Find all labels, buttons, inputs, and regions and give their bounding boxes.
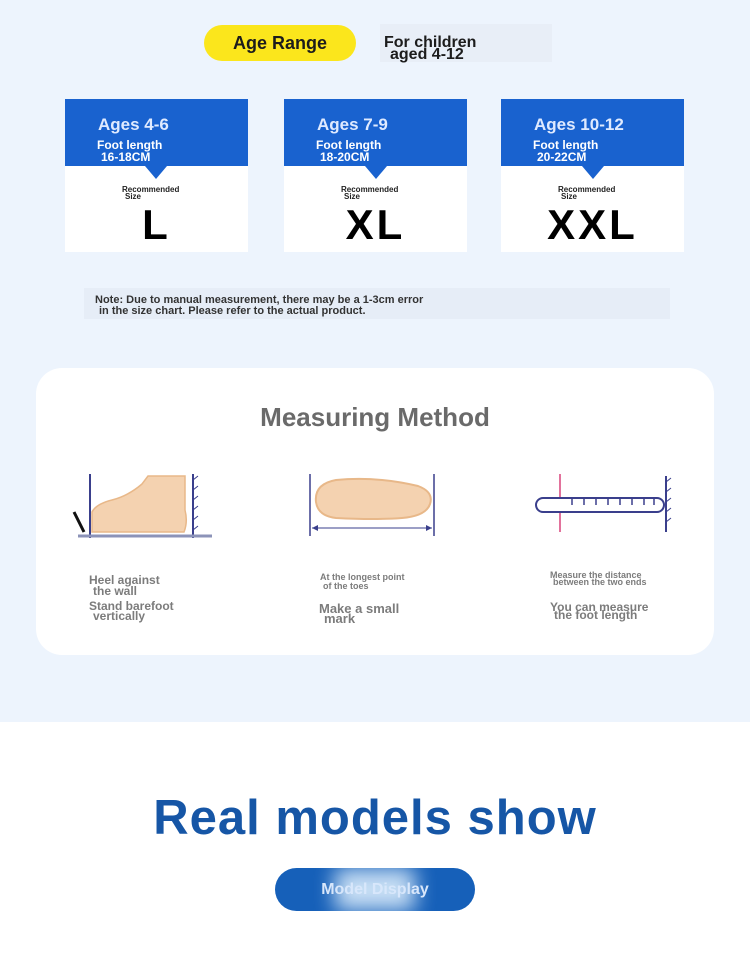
size-card-ages-10-12: Ages 10-12 Foot length 20-22CM Recommend… [501, 99, 684, 252]
measurement-note: Note: Due to manual measurement, there m… [84, 288, 670, 319]
step-1-caption-b2: vertically [93, 609, 146, 623]
size-card-ages-7-9: Ages 7-9 Foot length 18-20CM Recommended… [284, 99, 467, 252]
step-2-caption-a2: of the toes [323, 581, 369, 591]
size-card-header [501, 99, 684, 166]
size-card-age: Ages 10-12 [534, 115, 624, 134]
note-line-1: Note: Due to manual measurement, there m… [95, 294, 424, 306]
size-card-age: Ages 4-6 [98, 115, 169, 134]
foot-outline-icon [309, 474, 435, 536]
measuring-method-title: Measuring Method [260, 402, 490, 432]
size-card-header [65, 99, 248, 166]
recommended-size: XL [345, 201, 406, 248]
model-display-button[interactable]: Model Display [275, 868, 475, 911]
foot-length-range: 20-22CM [537, 150, 587, 164]
age-range-description: For children aged 4-12 [380, 24, 552, 63]
age-range-badge: Age Range [204, 25, 356, 61]
foot-length-range: 16-18CM [101, 150, 151, 164]
size-label: Size [561, 192, 578, 201]
recommended-label: Recommended [558, 185, 616, 194]
foot-length-label: Foot length [316, 138, 382, 152]
recommended-size: L [142, 201, 171, 248]
note-line-2: in the size chart. Please refer to the a… [99, 305, 366, 317]
recommended-size: XXL [547, 201, 638, 248]
real-models-title: Real models show [153, 791, 597, 845]
size-label: Size [344, 192, 361, 201]
step-1-caption-a2: the wall [93, 584, 138, 598]
age-range-line-1: For children [384, 34, 477, 51]
size-card-ages-4-6: Ages 4-6 Foot length 16-18CM Recommended… [65, 99, 248, 252]
measuring-method-panel: Measuring Method [36, 368, 714, 655]
recommended-label: Recommended [122, 185, 180, 194]
step-2-caption-a1: At the longest point [320, 572, 405, 582]
down-arrow-icon [582, 166, 604, 179]
down-arrow-icon [365, 166, 387, 179]
step-1-caption-a1: Heel against [89, 573, 160, 587]
step-3-caption-b2: the foot length [554, 608, 638, 622]
step-3-caption-b1: You can measure [550, 600, 649, 614]
step-3-caption-a2: between the two ends [553, 577, 647, 587]
down-arrow-icon [145, 166, 167, 179]
age-range-label: Age Range [232, 32, 328, 53]
size-card-age: Ages 7-9 [317, 115, 388, 134]
size-label: Size [125, 192, 142, 201]
step-2-caption-b1: Make a small [319, 601, 400, 616]
step-2-caption-b2: mark [324, 611, 356, 626]
recommended-label: Recommended [341, 185, 399, 194]
model-display-label: Model Display [321, 880, 429, 898]
age-range-line-2: aged 4-12 [390, 46, 464, 63]
step-3-caption-a1: Measure the distance [550, 570, 642, 580]
foot-length-label: Foot length [533, 138, 599, 152]
foot-length-range: 18-20CM [320, 150, 370, 164]
step-1-caption-b1: Stand barefoot [89, 599, 174, 613]
ruler-icon [535, 474, 672, 532]
size-guide-section: Age Range For children aged 4-12 Ages 4-… [0, 0, 750, 722]
heel-against-wall-icon [72, 474, 212, 538]
size-card-header [284, 99, 467, 166]
foot-length-label: Foot length [97, 138, 163, 152]
blur-overlay [335, 868, 415, 911]
